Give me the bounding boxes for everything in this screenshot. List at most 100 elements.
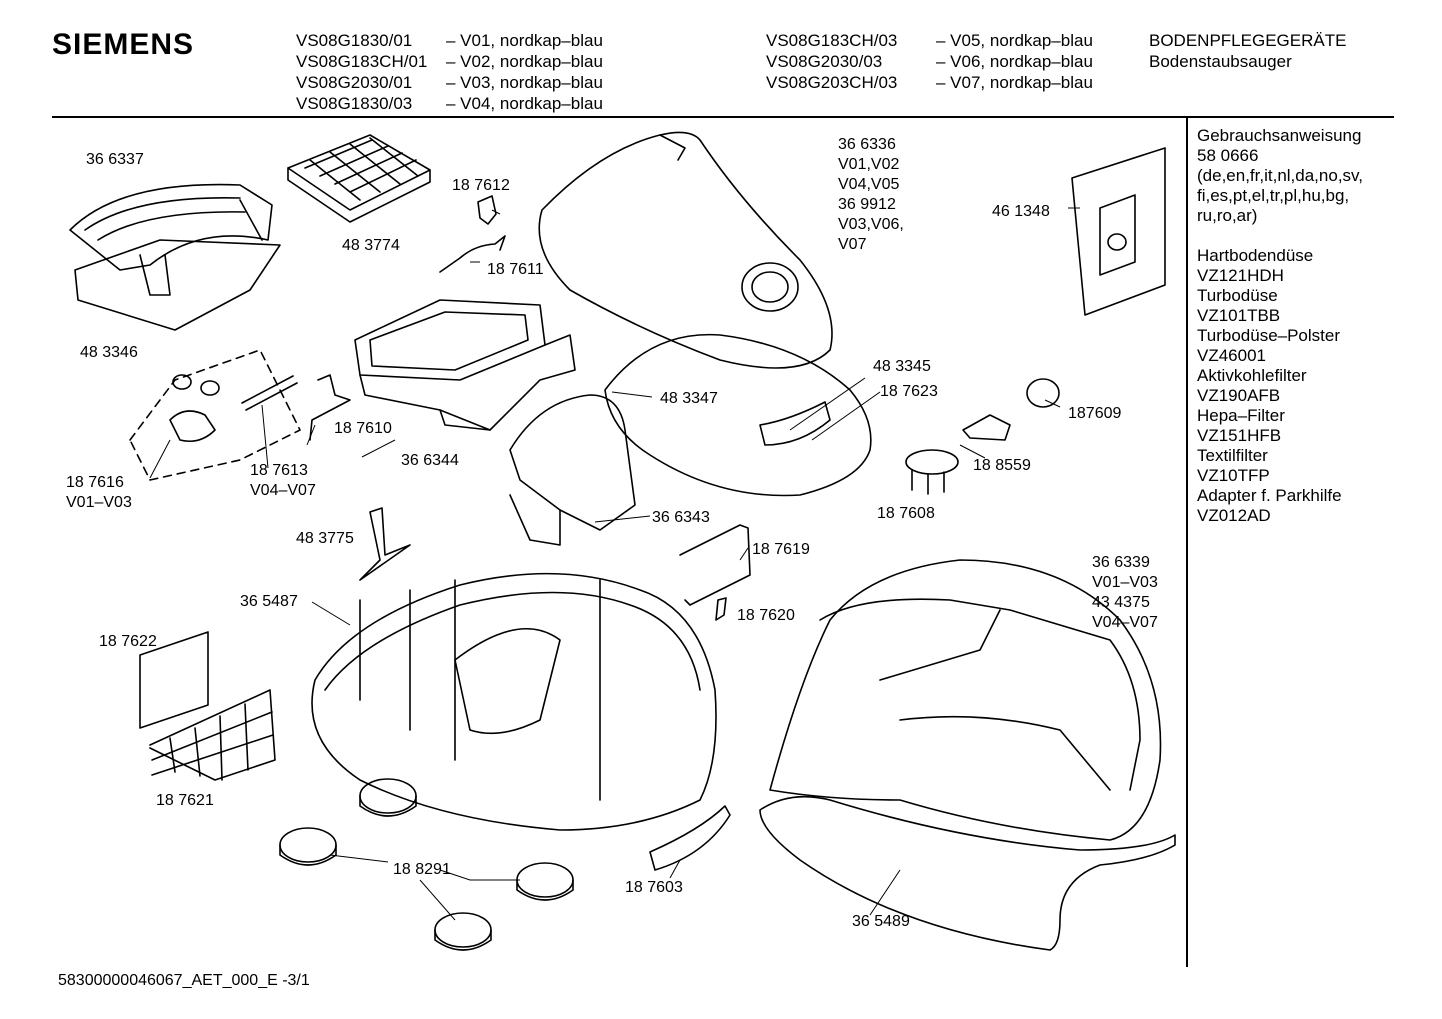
accessory-line: Turbodüse bbox=[1197, 286, 1278, 305]
part-label: 18 7608 bbox=[877, 505, 935, 522]
part-187616-parts bbox=[169, 374, 220, 443]
model-variant: – V02, nordkap–blau bbox=[446, 52, 603, 71]
part-label: 18 8291 bbox=[393, 861, 451, 878]
part-label: 18 7610 bbox=[334, 420, 392, 437]
accessory-line: VZ121HDH bbox=[1197, 266, 1284, 285]
part-365487-base bbox=[311, 572, 717, 831]
model-row: VS08G203CH/03 – V07, nordkap–blau bbox=[766, 72, 1093, 93]
part-label: 48 3775 bbox=[296, 530, 354, 547]
model-variant: – V03, nordkap–blau bbox=[446, 73, 603, 92]
accessory-line: Gebrauchsanweisung bbox=[1197, 126, 1362, 145]
part-366343-cover bbox=[509, 394, 636, 546]
part-187622-sheet bbox=[139, 631, 209, 729]
model-number: VS08G1830/03 bbox=[296, 94, 413, 113]
part-label: 46 1348 bbox=[992, 203, 1050, 220]
model-list-right: VS08G183CH/03 – V05, nordkap–blau VS08G20… bbox=[766, 30, 1093, 93]
part-label: 36 9912 bbox=[838, 196, 896, 213]
part-label: 18 7616 bbox=[66, 474, 124, 491]
part-label: 36 6344 bbox=[401, 452, 459, 469]
part-label-group: 36 6336 V01,V02 V04,V05 36 9912 V03,V06,… bbox=[838, 135, 904, 255]
part-label: 48 3345 bbox=[873, 358, 931, 375]
part-label: V01–V03 bbox=[1092, 574, 1158, 591]
part-label: 36 6339 bbox=[1092, 554, 1150, 571]
part-483775-bracket bbox=[359, 507, 411, 581]
model-variant: – V06, nordkap–blau bbox=[936, 52, 1093, 71]
accessory-line: VZ190AFB bbox=[1197, 386, 1281, 405]
part-187621-grid bbox=[149, 689, 276, 781]
category-subtitle: Bodenstaubsauger bbox=[1149, 52, 1292, 71]
model-variant: – V07, nordkap–blau bbox=[936, 73, 1093, 92]
part-label: V01–V03 bbox=[66, 494, 132, 511]
accessory-line: fi,es,pt,el,tr,pl,hu,bg, bbox=[1197, 186, 1350, 205]
model-row: VS08G2030/03 – V06, nordkap–blau bbox=[766, 51, 1093, 72]
accessory-line: VZ101TBB bbox=[1197, 306, 1281, 325]
part-188559-clip bbox=[962, 414, 1011, 441]
part-366337-handle bbox=[69, 183, 273, 296]
part-187609-cap bbox=[1026, 378, 1060, 408]
model-number: VS08G203CH/03 bbox=[766, 73, 898, 92]
model-list-left: VS08G1830/01– V01, nordkap–blau VS08G183… bbox=[296, 30, 603, 114]
model-row: VS08G1830/03– V04, nordkap–blau bbox=[296, 93, 603, 114]
part-label: V03,V06, bbox=[838, 216, 904, 233]
part-label-group: 18 7616 V01–V03 bbox=[66, 473, 132, 513]
accessory-line: VZ151HFB bbox=[1197, 426, 1282, 445]
part-label: V07 bbox=[838, 236, 867, 253]
model-number: VS08G183CH/01 bbox=[296, 52, 428, 71]
part-label-group: 36 6339 V01–V03 43 4375 V04–V07 bbox=[1092, 553, 1158, 633]
accessory-line: Hepa–Filter bbox=[1197, 406, 1285, 425]
part-187612-clip bbox=[477, 195, 497, 225]
accessory-line: Aktivkohlefilter bbox=[1197, 366, 1307, 385]
part-label: V04–V07 bbox=[250, 482, 316, 499]
part-187616-group bbox=[129, 349, 301, 481]
model-variant: – V05, nordkap–blau bbox=[936, 31, 1093, 50]
part-label: 187609 bbox=[1068, 405, 1122, 422]
part-label: 36 5487 bbox=[240, 593, 298, 610]
model-number: VS08G2030/03 bbox=[766, 52, 883, 71]
part-483346-sheet bbox=[74, 239, 281, 331]
model-variant: – V01, nordkap–blau bbox=[446, 31, 603, 50]
part-label: 18 7619 bbox=[752, 541, 810, 558]
leader-lines bbox=[149, 207, 1080, 921]
part-483347-seal bbox=[604, 333, 872, 497]
part-label: 36 6343 bbox=[652, 509, 710, 526]
part-label: V04,V05 bbox=[838, 176, 900, 193]
part-461348-bag bbox=[1071, 147, 1166, 316]
accessory-line: VZ46001 bbox=[1197, 346, 1266, 365]
part-label: 18 8559 bbox=[973, 457, 1031, 474]
part-187619-bracket bbox=[679, 524, 751, 606]
brand-logo: SIEMENS bbox=[52, 28, 195, 61]
accessory-line: 58 0666 bbox=[1197, 146, 1259, 165]
part-label: 48 3346 bbox=[80, 344, 138, 361]
part-label: 18 7603 bbox=[625, 879, 683, 896]
part-label: 36 6336 bbox=[838, 136, 896, 153]
accessory-line: Textilfilter bbox=[1197, 446, 1268, 465]
accessory-line: VZ012AD bbox=[1197, 506, 1271, 525]
category-block: BODENPFLEGEGERÄTE Bodenstaubsauger bbox=[1149, 30, 1346, 72]
part-483345-latch bbox=[759, 401, 831, 446]
accessory-line: Adapter f. Parkhilfe bbox=[1197, 486, 1342, 505]
part-187610-bracket bbox=[309, 374, 351, 441]
part-187603-trim bbox=[649, 805, 731, 871]
accessory-line: ru,ro,ar) bbox=[1197, 206, 1258, 225]
part-label: 43 4375 bbox=[1092, 594, 1150, 611]
part-366339-shell bbox=[769, 559, 1162, 841]
model-number: VS08G183CH/03 bbox=[766, 31, 898, 50]
part-label: 48 3774 bbox=[342, 237, 400, 254]
header-divider bbox=[52, 116, 1394, 118]
part-366344-frame bbox=[354, 299, 576, 431]
accessory-line: VZ10TFP bbox=[1197, 466, 1270, 485]
accessory-line: Turbodüse–Polster bbox=[1197, 326, 1341, 345]
document-footer: 58300000046067_AET_000_E -3/1 bbox=[58, 972, 310, 989]
part-label: 18 7612 bbox=[452, 177, 510, 194]
model-row: VS08G183CH/01 – V02, nordkap–blau bbox=[296, 51, 603, 72]
part-label-group: 18 7613 V04–V07 bbox=[250, 461, 316, 501]
part-label: 18 7620 bbox=[737, 607, 795, 624]
part-label: 18 7611 bbox=[487, 261, 544, 278]
model-number: VS08G2030/01 bbox=[296, 73, 413, 92]
sidebar-divider bbox=[1186, 117, 1188, 967]
part-187608-cap bbox=[905, 449, 959, 495]
model-row: VS08G1830/01– V01, nordkap–blau bbox=[296, 30, 603, 51]
part-187613-rod bbox=[241, 375, 298, 411]
part-366336-lid bbox=[538, 131, 833, 369]
